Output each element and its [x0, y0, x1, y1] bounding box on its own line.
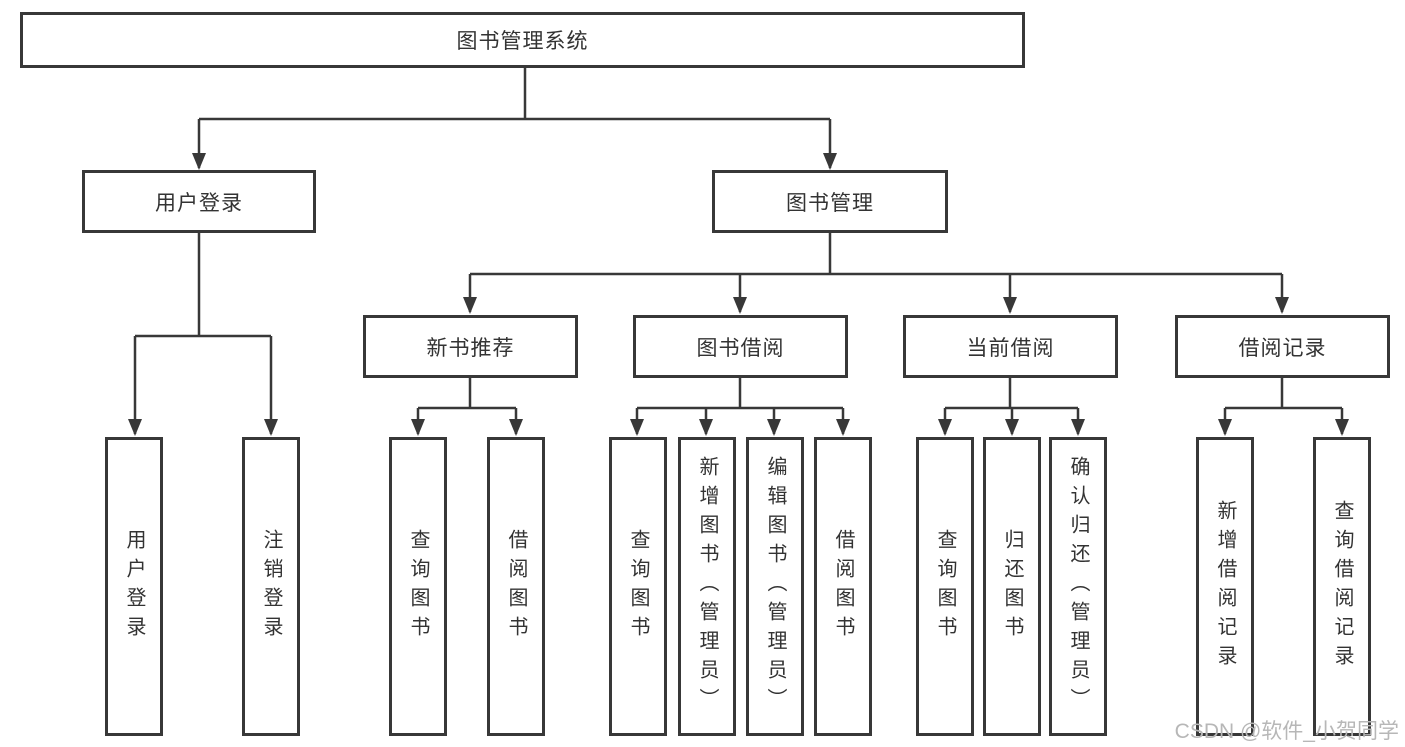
node-label: 借阅图书	[505, 528, 527, 645]
node-label: 新增借阅记录	[1214, 499, 1236, 674]
node-label: 查询图书	[627, 528, 649, 645]
node-label: 图书管理	[786, 191, 874, 215]
node-label: 新书推荐	[426, 336, 515, 360]
leaf-add-borrow-record: 新增借阅记录	[1196, 437, 1254, 736]
leaf-return-books: 归还图书	[983, 437, 1041, 736]
node-label: 编辑图书（管理员）	[764, 456, 786, 717]
node-label: 借阅记录	[1238, 336, 1327, 360]
node-label: 用户登录	[123, 528, 145, 645]
node-label: 图书管理系统	[456, 30, 589, 53]
node-system-root: 图书管理系统	[20, 12, 1025, 68]
leaf-query-books-2: 查询图书	[609, 437, 667, 736]
node-user-login: 用户登录	[82, 170, 316, 233]
leaf-add-books-admin: 新增图书（管理员）	[678, 437, 736, 736]
node-new-book-recommend: 新书推荐	[363, 315, 578, 378]
node-book-management: 图书管理	[712, 170, 948, 233]
leaf-confirm-return-admin: 确认归还（管理员）	[1049, 437, 1107, 736]
node-label: 用户登录	[155, 191, 243, 215]
leaf-query-books-3: 查询图书	[916, 437, 974, 736]
node-label: 注销登录	[260, 528, 282, 645]
leaf-query-borrow-record: 查询借阅记录	[1313, 437, 1371, 736]
node-borrow-records: 借阅记录	[1175, 315, 1390, 378]
node-label: 新增图书（管理员）	[696, 456, 718, 717]
node-label: 查询图书	[934, 528, 956, 645]
node-label: 图书借阅	[696, 336, 785, 360]
leaf-query-books-1: 查询图书	[389, 437, 447, 736]
leaf-user-login: 用户登录	[105, 437, 163, 736]
node-label: 归还图书	[1001, 528, 1023, 645]
leaf-edit-books-admin: 编辑图书（管理员）	[746, 437, 804, 736]
arrowheads	[128, 153, 1349, 436]
leaf-borrow-books-2: 借阅图书	[814, 437, 872, 736]
leaf-borrow-books-1: 借阅图书	[487, 437, 545, 736]
node-label: 当前借阅	[966, 336, 1055, 360]
node-label: 查询借阅记录	[1331, 499, 1353, 674]
node-current-borrowing: 当前借阅	[903, 315, 1118, 378]
leaf-logout: 注销登录	[242, 437, 300, 736]
node-book-borrowing: 图书借阅	[633, 315, 848, 378]
node-label: 借阅图书	[832, 528, 854, 645]
node-label: 查询图书	[407, 528, 429, 645]
node-label: 确认归还（管理员）	[1067, 456, 1089, 717]
